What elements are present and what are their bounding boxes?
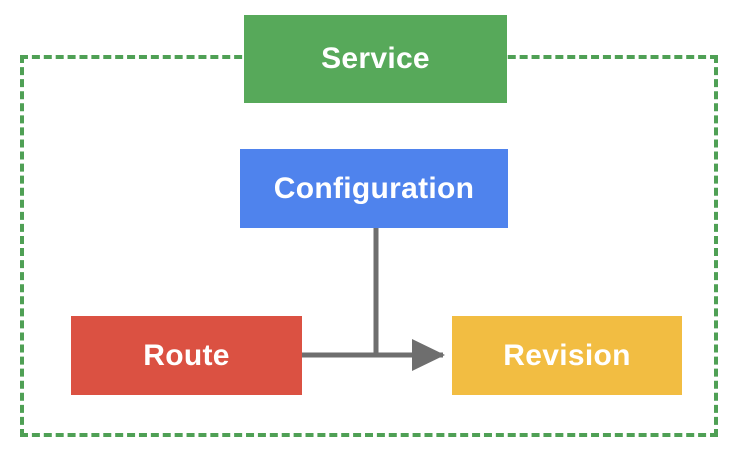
node-route-label: Route [143,338,230,372]
node-service-label: Service [321,42,430,75]
node-route[interactable]: Route [71,316,302,395]
node-revision-label: Revision [503,338,631,372]
node-service[interactable]: Service [244,15,507,103]
node-configuration[interactable]: Configuration [240,149,508,228]
node-revision[interactable]: Revision [452,316,682,395]
node-configuration-label: Configuration [273,171,475,205]
